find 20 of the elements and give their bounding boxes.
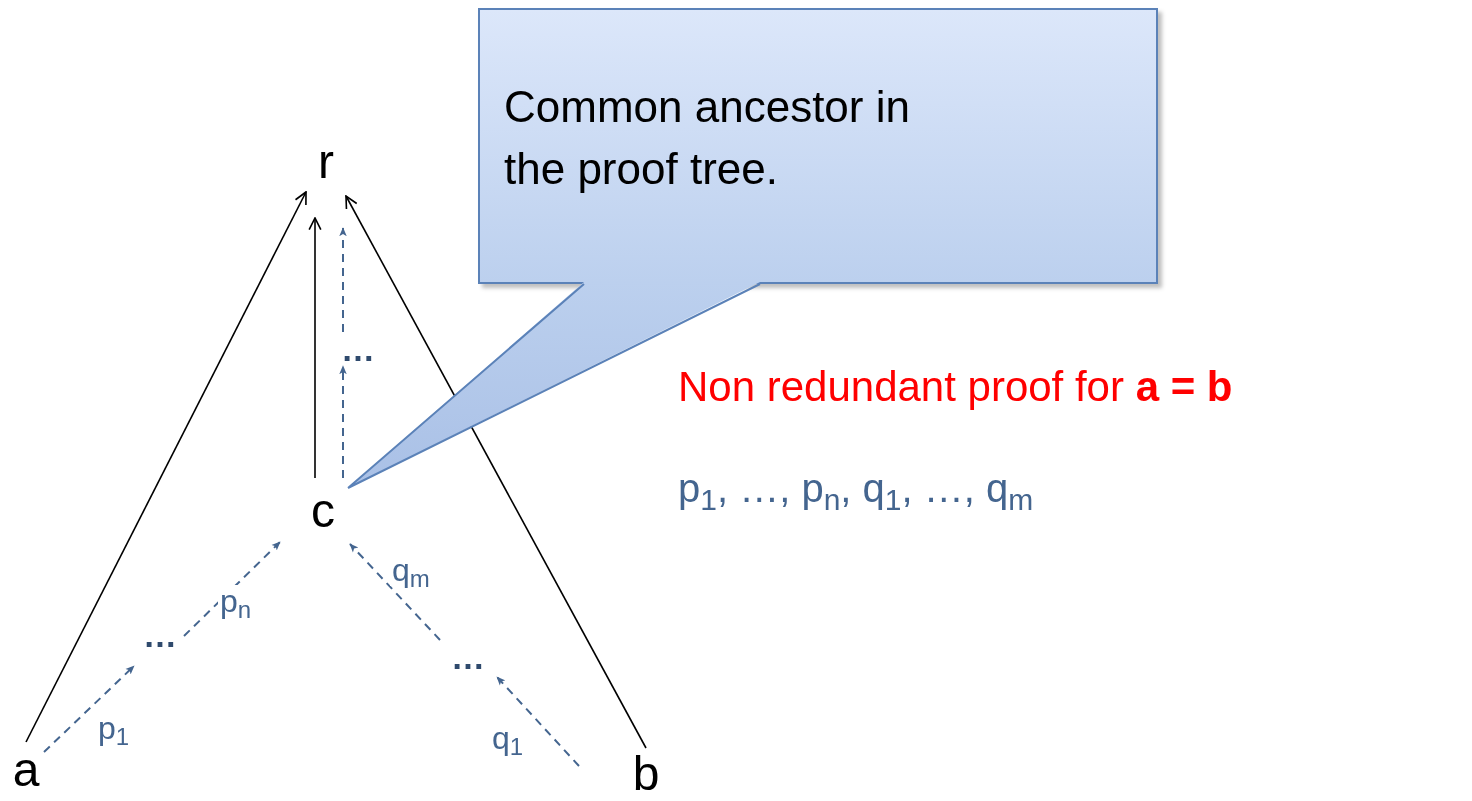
arrow <box>308 217 322 479</box>
dashed-arrow <box>496 676 580 767</box>
node-letter: b <box>632 750 660 798</box>
ellipsis: … <box>451 640 485 674</box>
proof-heading: Non redundant proof for a = b <box>678 366 1233 408</box>
dashed-arrow <box>339 365 347 479</box>
callout-tail <box>347 282 761 489</box>
ellipsis: … <box>341 332 375 366</box>
dashed-arrow <box>183 541 281 637</box>
dashed-arrow <box>349 543 441 641</box>
callout-text: Common ancestor in the proof tree. <box>504 81 911 195</box>
arrow <box>345 195 647 749</box>
arrow <box>25 191 307 743</box>
dashed-arrow <box>43 665 135 753</box>
node-letter: r <box>318 138 334 186</box>
proof-sequence: p$_{1}$, …, p$_{n}$, q$_{1}$, …, q$_{m}$ <box>678 468 1034 508</box>
node-letter: a <box>12 746 40 794</box>
ellipsis: … <box>143 618 177 652</box>
dashed-arrow <box>339 227 347 333</box>
node-letter: c <box>311 487 335 535</box>
